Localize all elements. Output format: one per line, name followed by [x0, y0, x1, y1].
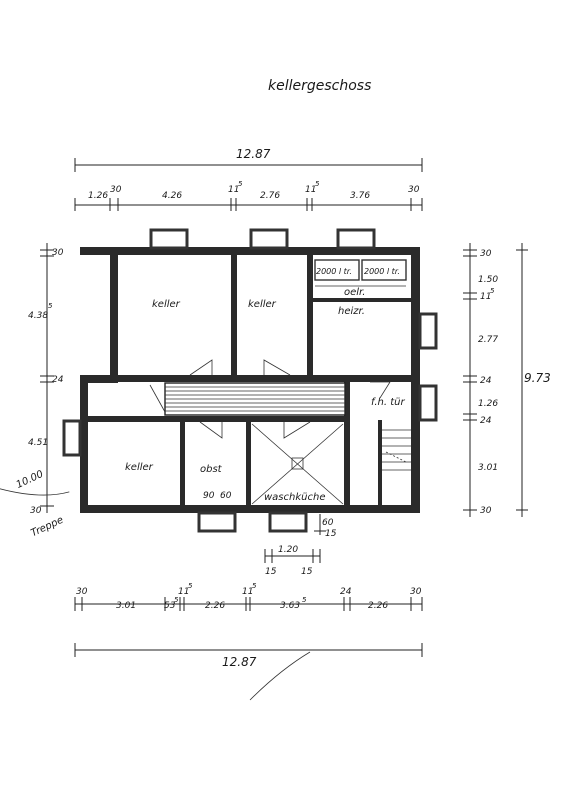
basement-stair: [382, 429, 411, 471]
dim-bottom-4-sup: 5: [188, 582, 193, 590]
dim-right-3: 11: [480, 292, 491, 302]
overall-right-label: 9.73: [524, 371, 551, 385]
dim-bottom-10: 30: [410, 587, 422, 597]
room-obst: obst: [200, 464, 223, 475]
overall-top-dimension: 12.87: [74, 147, 423, 172]
overall-bottom-dimension: 12.87: [74, 643, 423, 701]
dim-left-5: 30: [30, 506, 42, 516]
dim-right-3-sup: 5: [490, 287, 495, 295]
oil-tanks: [314, 259, 407, 287]
dim-top-7: 3.76: [350, 191, 370, 201]
tank-2-label: 2000 l tr.: [364, 267, 400, 276]
dim-bottom-4: 11: [178, 587, 189, 597]
dim-top-4: 11: [228, 185, 239, 195]
room-keller-2: keller: [248, 299, 277, 310]
plan-title: kellergeschoss: [268, 78, 371, 94]
overall-bottom-label: 12.87: [222, 655, 257, 669]
dim-bottom-9: 2.26: [368, 601, 388, 611]
door-dim-60: 60: [322, 518, 334, 528]
dim-bottom-3: 53: [164, 601, 176, 611]
dim-bottom-3-sup: 5: [174, 596, 179, 604]
room-keller-3: keller: [125, 462, 154, 473]
dim-top-3: 4.26: [162, 191, 182, 201]
light-wells: [62, 228, 438, 533]
top-segment-dimensions: 1.26 30 4.26 11 5 2.76 11 5 3.76 30: [74, 180, 423, 211]
room-heizr: heizr.: [338, 306, 365, 317]
obst-dim-1: 90: [203, 491, 215, 501]
dim-bottom-2: 3.01: [116, 601, 136, 611]
room-oelr: oelr.: [344, 287, 365, 298]
dim-top-1: 1.26: [88, 191, 108, 201]
dim-right-1: 30: [480, 249, 492, 259]
handwriting-1: 10.00: [15, 469, 46, 491]
dim-top-4-sup: 5: [238, 180, 243, 188]
dim-right-5: 24: [480, 376, 492, 386]
door-swings: [149, 359, 391, 439]
dim-right-2: 1.50: [478, 275, 498, 285]
room-keller-1: keller: [152, 299, 181, 310]
dim-left-4: 4.51: [28, 438, 48, 448]
dim-bottom-7: 3.63: [280, 601, 300, 611]
left-dimensions: 30 4.38 5 24 4.51 30: [28, 243, 64, 516]
door-dim-120: 1.20: [278, 545, 298, 555]
overall-top-label: 12.87: [236, 147, 271, 161]
dim-top-8: 30: [408, 185, 420, 195]
dim-top-6: 11: [305, 185, 316, 195]
dim-right-4: 2.77: [478, 335, 498, 345]
dim-bottom-8: 24: [340, 587, 352, 597]
bottom-segment-dimensions: 30 3.01 53 5 11 5 2.26 11 5 3.63 5 24 2.…: [74, 582, 423, 611]
obst-dim-2: 60: [220, 491, 232, 501]
handwritten-annotation: 10.00 Treppe: [0, 469, 70, 540]
dim-left-2-sup: 5: [48, 302, 53, 310]
dim-left-1: 30: [52, 248, 64, 258]
door-dim-15b: 15: [265, 567, 277, 577]
dim-right-7: 24: [480, 416, 492, 426]
right-dimensions: 30 1.50 11 5 2.77 24 1.26 24 3.01 30 9.7…: [463, 243, 551, 517]
waschkueche-markings: [251, 423, 344, 505]
room-waschkueche: waschküche: [264, 492, 325, 503]
dim-right-9: 30: [480, 506, 492, 516]
building-walls: [80, 247, 420, 513]
dim-bottom-5: 2.26: [205, 601, 225, 611]
door-dim-15c: 15: [301, 567, 313, 577]
dim-bottom-6: 11: [242, 587, 253, 597]
tank-1-label: 2000 l tr.: [316, 267, 352, 276]
door-opening-dimensions: 60 15 1.20 15 15: [264, 514, 337, 577]
dim-bottom-6-sup: 5: [252, 582, 257, 590]
handwriting-2: Treppe: [29, 515, 65, 540]
dim-bottom-1: 30: [76, 587, 88, 597]
dim-left-3: 24: [52, 375, 64, 385]
door-dim-15a: 15: [325, 529, 337, 539]
corridor-stair: [164, 382, 346, 416]
dim-top-6-sup: 5: [315, 180, 320, 188]
dim-right-6: 1.26: [478, 399, 498, 409]
room-fh-tuer: f.h. tür: [371, 397, 405, 408]
dim-top-5: 2.76: [260, 191, 280, 201]
dim-bottom-7-sup: 5: [302, 596, 307, 604]
dim-top-2: 30: [110, 185, 122, 195]
dim-right-8: 3.01: [478, 463, 498, 473]
room-labels: keller keller keller heizr. oelr. 2000 l…: [125, 267, 405, 503]
dim-left-2: 4.38: [28, 311, 48, 321]
